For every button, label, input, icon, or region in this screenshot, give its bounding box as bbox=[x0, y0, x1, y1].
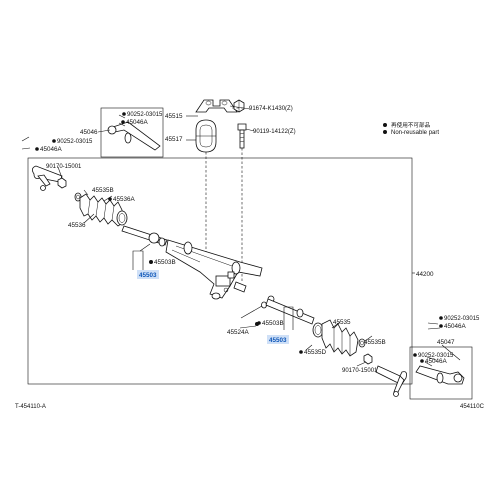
label-45047: 45047 bbox=[437, 339, 455, 346]
label-45536a: 45536A bbox=[113, 196, 136, 203]
label-45046-top: 45046 bbox=[80, 129, 98, 136]
label-90119: 90119-14122(Z) bbox=[253, 129, 296, 135]
label-45524a: 45524A bbox=[227, 329, 250, 336]
bolt-90119 bbox=[237, 123, 247, 131]
clamp-45535d bbox=[312, 322, 324, 338]
legend-bullet-en bbox=[383, 130, 387, 134]
highlight-45503-left bbox=[137, 270, 159, 279]
clamp-45535b-right bbox=[358, 338, 366, 348]
tie-rod-end-right bbox=[356, 322, 441, 397]
label-45535b-right: 45535B bbox=[364, 339, 386, 346]
label-45503b-right: 45503B bbox=[262, 320, 284, 327]
legend-non-reusable-en: Non-reusable part bbox=[391, 130, 439, 136]
rack-housing bbox=[165, 239, 263, 300]
locknut-right bbox=[363, 353, 373, 365]
rack-bracket-group bbox=[186, 99, 255, 282]
boot-right-group bbox=[305, 319, 373, 357]
label-90252-right: 90252-03015 bbox=[444, 316, 480, 322]
label-45517: 45517 bbox=[165, 136, 183, 143]
legend: 再使用不可部品 Non-reusable part bbox=[383, 121, 439, 136]
locknut-left bbox=[57, 177, 67, 189]
label-45503-left[interactable]: 45503 bbox=[139, 272, 157, 279]
label-90170-right: 90170-15001 bbox=[342, 368, 378, 374]
tie-rod-end-top-box bbox=[97, 107, 164, 158]
label-45535d: 45535D bbox=[304, 349, 327, 356]
boot-left-group bbox=[74, 189, 128, 227]
part-labels: 91674-K1430(Z) 45515 90119-14122(Z) 4551… bbox=[35, 106, 480, 374]
inner-tie-rod-left bbox=[121, 225, 168, 270]
footer-right-code: 454110C bbox=[460, 404, 485, 410]
label-45046a-right: 45046A bbox=[444, 323, 467, 330]
label-90170-left: 90170-15001 bbox=[46, 164, 82, 170]
label-45536: 45536 bbox=[68, 222, 86, 229]
legend-non-reusable-jp: 再使用不可部品 bbox=[391, 121, 431, 129]
label-90252-left: 90252-03015 bbox=[57, 139, 93, 145]
label-45535b-left: 45535B bbox=[92, 187, 114, 194]
legend-bullet-jp bbox=[383, 123, 387, 127]
label-91674: 91674-K1430(Z) bbox=[249, 106, 293, 112]
label-90252-top: 90252-03015 bbox=[127, 112, 163, 118]
highlight-45503-right bbox=[267, 335, 289, 344]
footer-left-code: T-454110-A bbox=[15, 404, 46, 410]
label-44200: 44200 bbox=[416, 271, 434, 278]
assembly-frame bbox=[27, 157, 413, 385]
label-45503-right[interactable]: 45503 bbox=[269, 337, 287, 344]
label-90252-bottom-right: 90252-03015 bbox=[418, 353, 454, 359]
label-45046a-top: 45046A bbox=[126, 119, 149, 126]
tie-rod-end-left bbox=[21, 136, 67, 191]
clamp-45536a bbox=[116, 210, 128, 226]
label-45046a-bottom-right: 45046A bbox=[425, 358, 448, 365]
label-45535: 45535 bbox=[333, 319, 351, 326]
label-45046a-left: 45046A bbox=[40, 146, 63, 153]
label-45515: 45515 bbox=[165, 113, 183, 120]
boot-45535 bbox=[321, 319, 359, 357]
tie-rod-end-bottom-box bbox=[409, 344, 473, 400]
label-45503b-left: 45503B bbox=[154, 259, 176, 266]
